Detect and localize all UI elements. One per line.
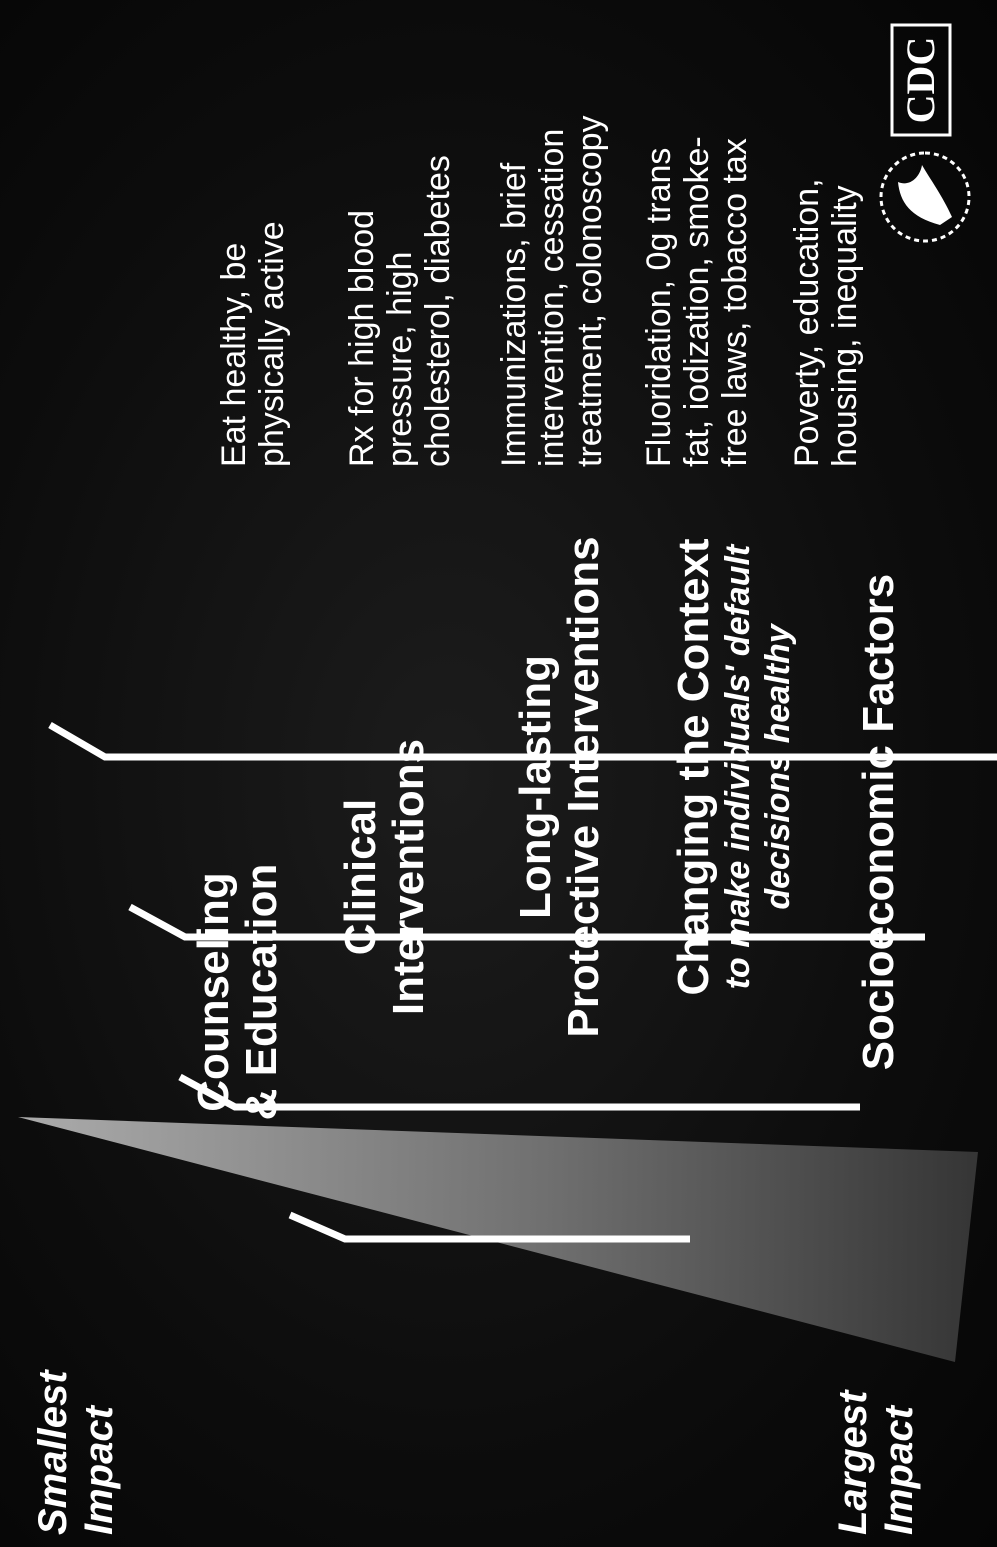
tier-title-line: Counseling <box>189 872 238 1112</box>
example-clinical: Rx for high blood pressure, high cholest… <box>343 2 457 467</box>
tier-clinical-interventions: Clinical Interventions <box>336 647 433 1107</box>
tier-divider-1 <box>288 1211 690 1243</box>
smallest-impact-label-line: Impact <box>77 1406 121 1535</box>
tier-socioeconomic-factors: Socioeconomic Factors <box>854 497 903 1147</box>
cdc-seal-ring <box>879 151 971 243</box>
tier-subtitle-line: to make individuals' default <box>719 544 757 990</box>
largest-impact-label-line: Impact <box>877 1406 921 1535</box>
tier-title-line: Interventions <box>384 738 433 1016</box>
tier-changing-context: Changing the Context to make individuals… <box>669 467 798 1067</box>
tier-title-line: Clinical <box>336 798 385 956</box>
example-changing-context: Fluoridation, 0g trans fat, iodization, … <box>640 2 754 467</box>
example-long-lasting: Immunizations, brief intervention, cessa… <box>495 2 609 467</box>
tier-divider-4 <box>48 721 997 761</box>
example-line: Eat healthy, be <box>215 242 253 467</box>
tier-divider-2 <box>178 1073 860 1111</box>
largest-impact-label: Largest Impact <box>830 1391 922 1536</box>
example-line: treatment, colonoscopy <box>571 115 609 467</box>
example-line: physically active <box>253 221 291 467</box>
example-line: Fluoridation, 0g trans <box>640 147 678 467</box>
cdc-wordmark-box <box>890 23 952 137</box>
example-line: fat, iodization, smoke- <box>678 136 716 467</box>
tier-title-line: Protective Interventions <box>559 536 608 1038</box>
example-line: Immunizations, brief <box>495 162 533 467</box>
smallest-impact-label-line: Smallest <box>31 1370 75 1535</box>
cdc-eagle-icon <box>898 165 952 225</box>
smallest-impact-label: Smallest Impact <box>30 1370 122 1535</box>
example-line: housing, inequality <box>826 185 864 467</box>
example-line: cholesterol, diabetes <box>419 155 457 467</box>
example-line: intervention, cessation <box>533 128 571 467</box>
largest-impact-label-line: Largest <box>831 1390 875 1536</box>
tier-title-line: Socioeconomic Factors <box>854 573 903 1071</box>
tier-title-line: Long-lasting <box>511 655 560 919</box>
example-counseling: Eat healthy, be physically active <box>215 2 291 467</box>
example-line: Poverty, education, <box>788 178 826 467</box>
tier-long-lasting-protective: Long-lasting Protective Interventions <box>511 467 608 1107</box>
example-line: pressure, high <box>381 251 419 467</box>
tier-subtitle-line: decisions healthy <box>759 624 797 910</box>
cdc-wordmark: CDC <box>898 37 943 124</box>
tier-counseling-education: Counseling & Education <box>189 757 286 1227</box>
tier-title-line: & Education <box>237 863 286 1121</box>
cdc-logo: CDC <box>879 23 971 243</box>
example-line: Rx for high blood <box>343 209 381 467</box>
tier-title-line: Changing the Context <box>669 538 718 996</box>
example-socioeconomic: Poverty, education, housing, inequality <box>788 2 864 467</box>
example-line: free laws, tobacco tax <box>716 138 754 467</box>
tier-divider-3 <box>128 903 925 941</box>
